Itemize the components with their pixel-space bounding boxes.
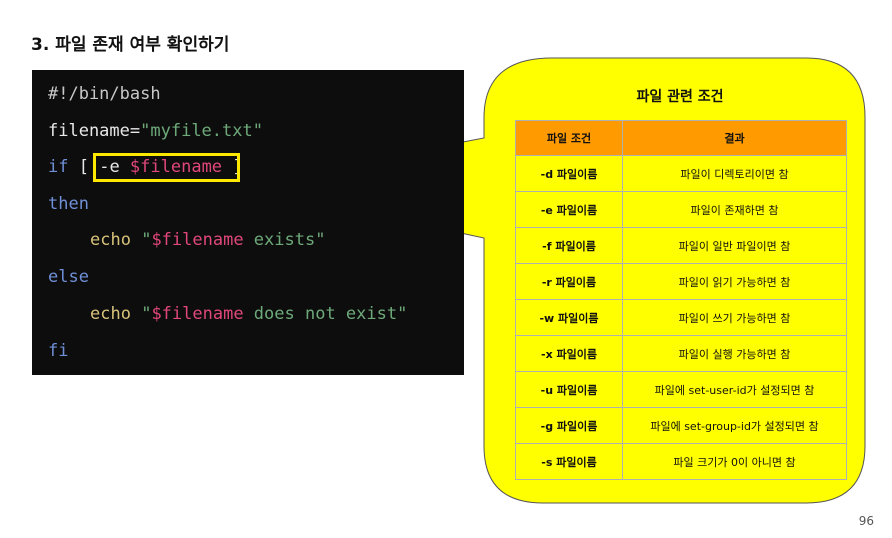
- condition-cell: -r 파일이름: [515, 263, 623, 300]
- condition-cell: -e 파일이름: [515, 191, 623, 228]
- code-line-else: else: [48, 267, 89, 287]
- code-keyword-if: if: [48, 157, 69, 177]
- condition-cell: -s 파일이름: [515, 443, 623, 480]
- result-cell: 파일이 일반 파일이면 참: [622, 227, 847, 264]
- header-result: 결과: [622, 120, 847, 156]
- code-line-if: if [ -e $filename ]: [48, 157, 243, 177]
- code-panel: [32, 70, 464, 375]
- code-quote: ": [130, 304, 152, 324]
- page-number: 96: [858, 514, 874, 528]
- code-command: echo: [90, 304, 131, 324]
- result-cell: 파일 크기가 0이 아니면 참: [622, 443, 847, 480]
- code-string: exists": [243, 230, 326, 250]
- condition-cell: -d 파일이름: [515, 155, 623, 192]
- condition-cell: -f 파일이름: [515, 227, 623, 264]
- code-line-assignment: filename="myfile.txt": [48, 121, 263, 141]
- code-line-shebang: #!/bin/bash: [48, 84, 161, 104]
- result-cell: 파일이 디렉토리이면 참: [622, 155, 847, 192]
- code-line-fi: fi: [48, 341, 69, 361]
- slide-title: 3. 파일 존재 여부 확인하기: [31, 35, 230, 55]
- callout-title: 파일 관련 조건: [636, 89, 724, 105]
- result-cell: 파일에 set-user-id가 설정되면 참: [622, 371, 847, 408]
- code-variable-ref: $filename: [119, 157, 223, 177]
- result-cell: 파일이 실행 가능하면 참: [622, 335, 847, 372]
- condition-cell: -x 파일이름: [515, 335, 623, 372]
- code-string: does not exist": [243, 304, 408, 324]
- header-condition: 파일 조건: [515, 120, 623, 156]
- code-line-echo-exists: echo "$filename exists": [90, 230, 325, 250]
- highlight-box: [93, 153, 240, 182]
- result-cell: 파일이 읽기 가능하면 참: [622, 263, 847, 300]
- result-cell: 파일이 존재하면 참: [622, 191, 847, 228]
- code-quote: ": [130, 230, 152, 250]
- code-variable-ref: $filename: [151, 304, 244, 324]
- result-cell: 파일에 set-group-id가 설정되면 참: [622, 407, 847, 444]
- code-variable-ref: $filename: [151, 230, 244, 250]
- code-command: echo: [90, 230, 131, 250]
- result-cell: 파일이 쓰기 가능하면 참: [622, 299, 847, 336]
- code-string: "myfile.txt": [140, 121, 263, 141]
- code-flag: -e: [99, 157, 120, 177]
- code-line-echo-not-exist: echo "$filename does not exist": [90, 304, 407, 324]
- code-line-then: then: [48, 194, 89, 214]
- condition-cell: -u 파일이름: [515, 371, 623, 408]
- table-header-row: 파일 조건 결과: [515, 120, 847, 156]
- condition-cell: -w 파일이름: [515, 299, 623, 336]
- code-bracket-open: [: [68, 157, 100, 177]
- code-operator: =: [129, 121, 141, 141]
- code-variable: filename: [48, 121, 130, 141]
- condition-cell: -g 파일이름: [515, 407, 623, 444]
